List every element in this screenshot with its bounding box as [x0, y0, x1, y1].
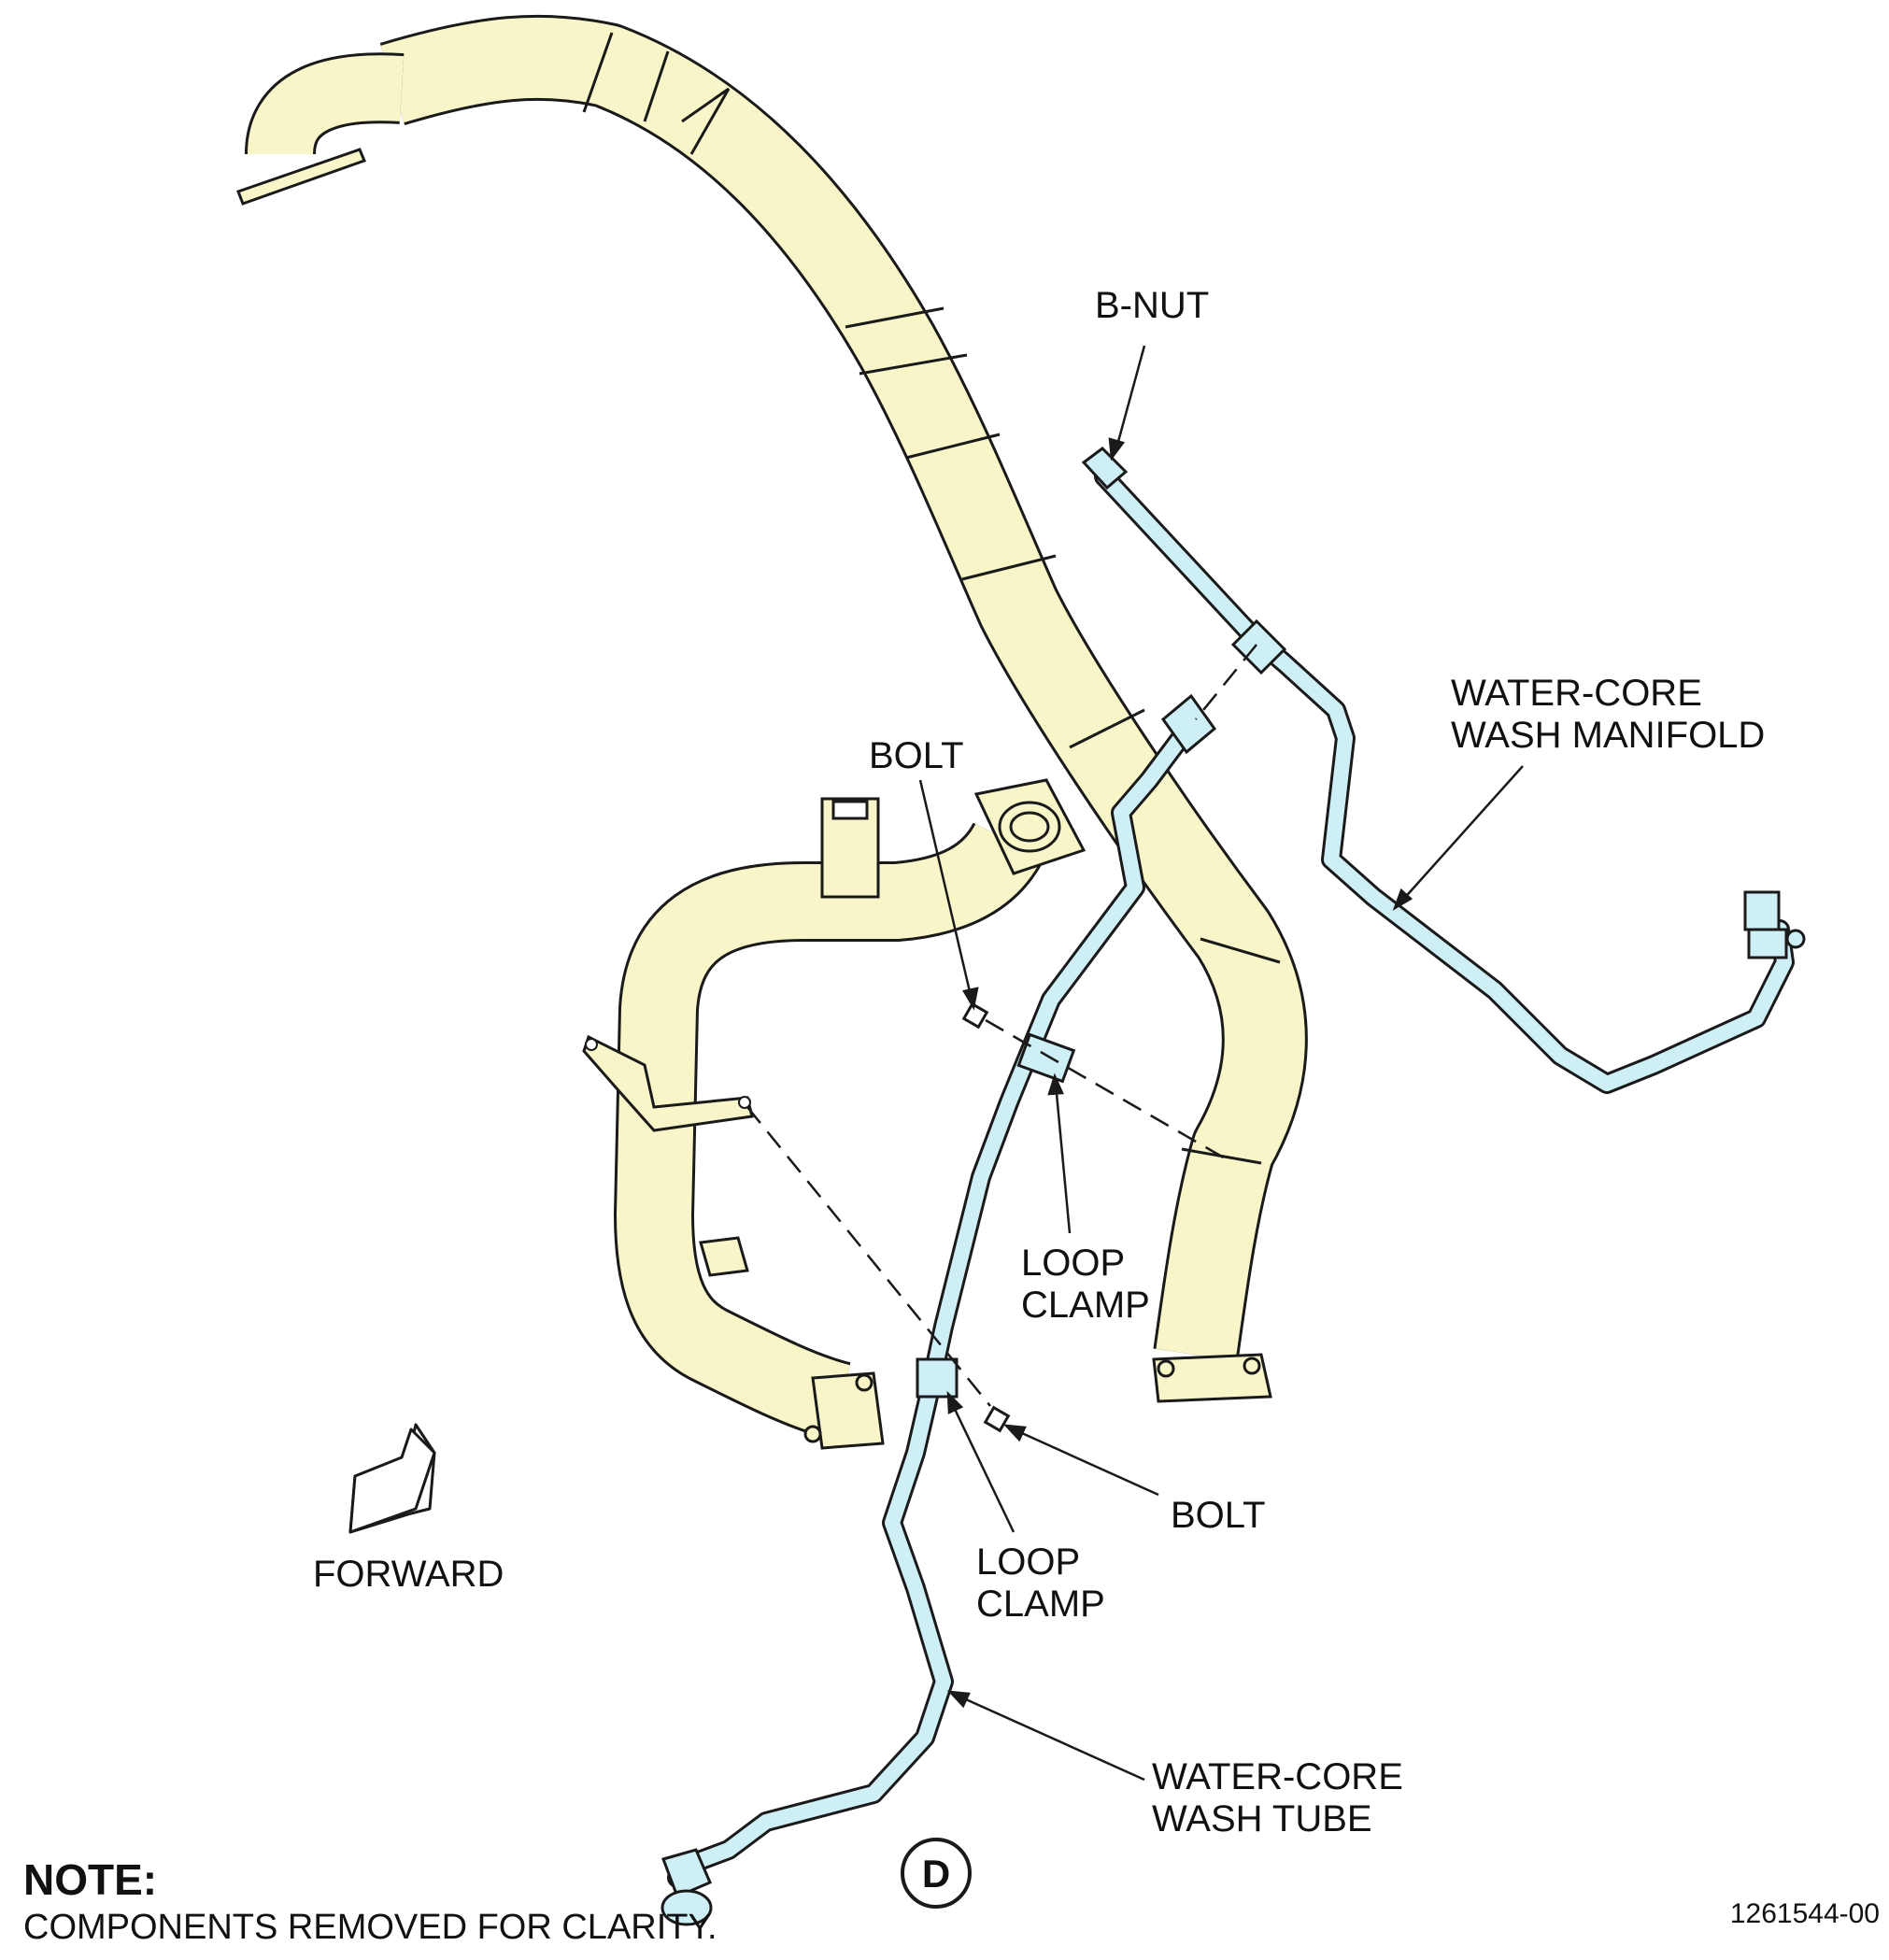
forward-label: FORWARD [313, 1554, 504, 1595]
forward-arrow-icon [348, 1423, 436, 1534]
bolt-lower [983, 1405, 1011, 1433]
bolt-upper [961, 1001, 989, 1030]
bolt-upper-label: BOLT [869, 735, 964, 776]
water-core-wash-manifold [1081, 447, 1806, 1094]
loop-clamp-upper-label-line2: CLAMP [1021, 1285, 1150, 1326]
bolt-lower-label: BOLT [1171, 1495, 1266, 1536]
lower-duct [582, 778, 1087, 1450]
detail-marker-letter: D [922, 1852, 950, 1896]
loop-clamp-lower-label-line2: CLAMP [976, 1584, 1105, 1625]
note-title: NOTE: [23, 1855, 157, 1904]
note-text: COMPONENTS REMOVED FOR CLARITY. [23, 1908, 717, 1947]
leader-lines [918, 345, 1524, 1782]
b-nut-label: B-NUT [1095, 285, 1209, 326]
main-duct [236, 14, 1308, 1403]
figure-id: 1261544-00 [1730, 1898, 1880, 1929]
loop-clamp-lower-label-line1: LOOP [976, 1541, 1080, 1583]
detail-marker: D [901, 1838, 972, 1909]
loop-clamp-upper-label-line1: LOOP [1021, 1243, 1125, 1284]
manifold-label-line1: WATER-CORE [1451, 673, 1702, 714]
alignment-lines [746, 644, 1257, 1407]
tube-label-line1: WATER-CORE [1152, 1756, 1403, 1797]
tube-label-line2: WASH TUBE [1152, 1798, 1372, 1839]
water-core-wash-tube [660, 693, 1217, 1926]
manifold-label-line2: WASH MANIFOLD [1451, 715, 1765, 756]
